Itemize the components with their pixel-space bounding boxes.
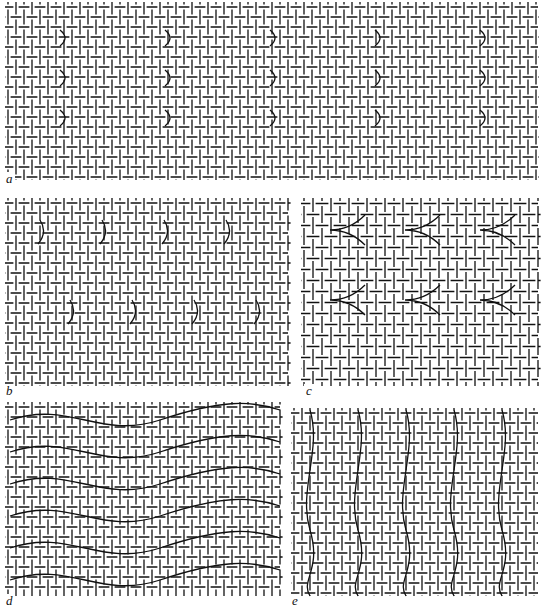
warp-threads [8,198,288,386]
weft-threads [5,7,539,177]
weft-threads [291,413,538,593]
panel-letter: e [290,594,300,607]
warp-threads [8,402,280,596]
panel-letter: a [4,172,15,185]
warp-threads [8,2,536,180]
weft-threads [301,204,541,380]
branching-threads [330,215,515,315]
float-curves [38,220,260,324]
weft-threads [5,203,291,383]
weft-threads [5,407,283,587]
warp-threads [294,408,534,596]
panel-letter: c [304,384,314,397]
wavy-warps [307,410,506,596]
panel-letter: d [4,594,15,607]
float-curves [60,30,485,126]
wavy-wefts [10,403,280,585]
panel-letter: b [4,384,15,397]
